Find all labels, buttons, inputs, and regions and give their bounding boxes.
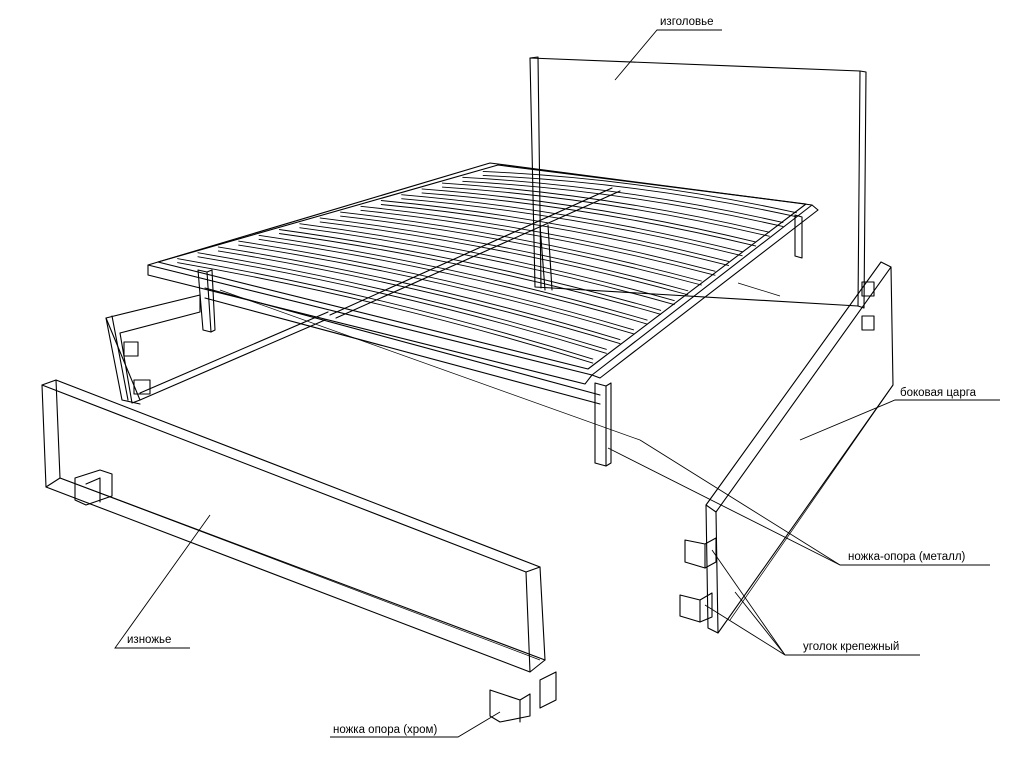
slats-group: [177, 171, 797, 364]
slat: [177, 262, 594, 364]
slat: [482, 171, 797, 214]
left-side-panel: [105, 294, 329, 405]
slatted-base-frame: [147, 162, 819, 441]
slat: [462, 180, 784, 228]
leader-lines: [114, 29, 1000, 738]
headboard-label: изголовье: [660, 16, 714, 28]
footboard-label: изножье: [127, 634, 171, 646]
bracket-icon: [133, 379, 151, 395]
side-rail-label: боковая царга: [900, 387, 977, 399]
slat: [197, 252, 607, 350]
slat: [380, 204, 730, 267]
slat: [299, 227, 675, 306]
slat: [238, 240, 635, 331]
metal-leg-label: ножка-опора (металл): [848, 551, 966, 563]
slat: [462, 176, 784, 224]
slat: [360, 209, 716, 276]
slat: [401, 198, 743, 257]
bracket-label: уголок крепежный: [803, 641, 899, 653]
metal-leg-front: [594, 382, 612, 467]
bracket-icon: [123, 341, 139, 357]
bracket-icon: [861, 315, 875, 331]
slat: [238, 244, 635, 335]
metal-leg-back: [539, 214, 803, 291]
metal-leg-left: [197, 269, 216, 333]
slat: [401, 194, 743, 253]
slat: [340, 211, 702, 282]
slat: [258, 234, 648, 321]
slat: [319, 221, 689, 296]
slat: [482, 175, 797, 218]
bracket-icon: [679, 592, 713, 623]
slat: [442, 182, 770, 233]
slat: [360, 205, 716, 272]
slat: [177, 258, 594, 360]
slat: [421, 192, 757, 247]
side-rail-panel: [679, 261, 894, 634]
slat: [197, 256, 607, 354]
slat: [217, 250, 621, 345]
footboard-panel: [41, 379, 557, 723]
chrome-leg-label: ножка опора (хром): [333, 724, 437, 736]
slat: [319, 217, 689, 292]
slat: [279, 229, 662, 311]
slat: [279, 233, 662, 315]
bracket-icon: [861, 281, 875, 297]
slat: [340, 215, 702, 286]
slat: [380, 200, 730, 263]
slat: [258, 238, 648, 325]
bracket-icon: [684, 537, 717, 569]
slat: [442, 186, 770, 237]
slat: [421, 188, 757, 243]
slat: [217, 246, 621, 341]
slat: [299, 223, 675, 302]
